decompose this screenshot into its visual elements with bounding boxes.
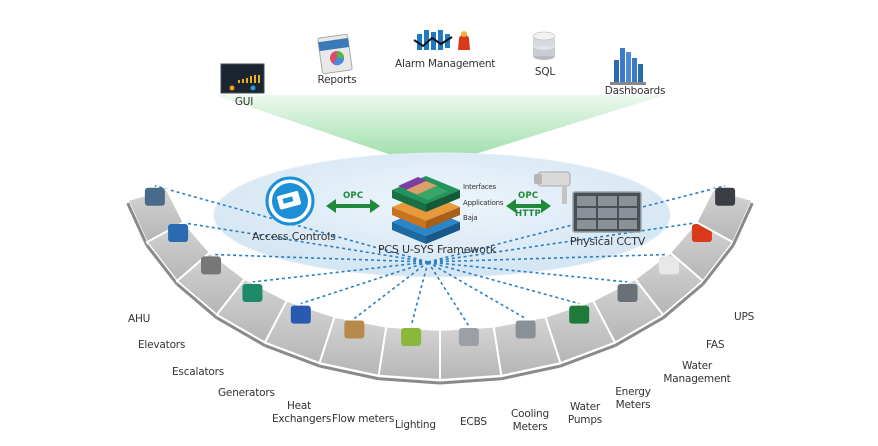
gui-screen-icon	[220, 63, 265, 94]
connection-line	[427, 253, 670, 263]
connection-line	[177, 221, 429, 263]
device-label-line: Energy	[615, 386, 651, 398]
device-icon	[658, 256, 679, 275]
opc-arrow-left	[326, 199, 380, 213]
device-label-water-management: Water Management	[662, 360, 732, 386]
alarm-beacon-icon	[413, 30, 470, 50]
layer-label-interfaces: Interfaces	[463, 183, 496, 191]
device-platform-edge	[559, 344, 616, 368]
bar-chart-icon	[610, 48, 646, 85]
device-label-line: Meters	[615, 399, 651, 411]
protocol-http-right: HTTP	[515, 209, 541, 219]
application-beam	[215, 95, 665, 168]
cctv-monitor-icon	[572, 191, 642, 233]
device-platform-edge	[501, 364, 561, 381]
device-icon	[617, 283, 638, 302]
device-label-ecbs: ECBS	[460, 416, 487, 428]
framework-label: PCS U-SYS Framework	[378, 243, 497, 256]
device-platform-edge	[319, 364, 379, 381]
cctv-camera-icon	[534, 171, 571, 204]
device-label-energy-meters: Energy Meters	[613, 386, 653, 412]
layer-label-baja: Baja	[463, 214, 478, 222]
physical-cctv-label: Physical CCTV	[569, 235, 646, 248]
device-icon	[242, 283, 263, 302]
device-icon	[168, 223, 189, 242]
device-label-line: Pumps	[567, 414, 603, 426]
connection-line	[427, 261, 580, 305]
device-label-fas: FAS	[706, 339, 725, 351]
connection-lines	[154, 185, 726, 327]
device-label-flow-meters: Flow meters	[332, 413, 395, 425]
report-document-icon	[317, 33, 353, 75]
device-icon	[290, 305, 311, 324]
device-label-escalators: Escalators	[172, 366, 224, 378]
device-label-line: Management	[663, 373, 731, 385]
connection-line	[210, 253, 429, 263]
device-icon	[201, 256, 222, 275]
device-icon	[715, 187, 736, 206]
device-label-cooling-meters: Cooling Meters	[510, 408, 550, 434]
device-label-line: Exchangers	[272, 413, 332, 425]
device-label-line: Heat	[286, 400, 312, 412]
access-control-icon	[265, 176, 315, 226]
device-label-elevators: Elevators	[138, 339, 186, 351]
app-label-reports: Reports	[317, 74, 357, 86]
device-icon	[401, 328, 422, 347]
device-icon	[344, 320, 365, 339]
device-platform-edge	[145, 244, 179, 285]
device-platform-edge	[264, 344, 321, 368]
app-label-dashboards: Dashboards	[604, 85, 666, 97]
connection-line	[427, 221, 703, 263]
device-platform-edge	[378, 377, 441, 385]
device-label-line: Meters	[512, 421, 548, 433]
device-icon	[458, 328, 479, 347]
device-label-ups: UPS	[734, 311, 755, 323]
device-platform-edge	[216, 316, 266, 347]
connection-line	[300, 261, 429, 305]
access-controls-label: Access Controls	[252, 230, 336, 243]
connection-line	[427, 261, 470, 327]
device-platform-edge	[614, 316, 664, 347]
device-platform-edge	[662, 282, 705, 319]
app-label-sql: SQL	[534, 66, 556, 78]
connection-line	[427, 261, 527, 320]
device-label-heat-exchangers: Heat Exchangers	[272, 400, 332, 426]
device-platforms	[126, 187, 754, 385]
device-platform-edge	[439, 377, 502, 385]
device-label-line: Cooling	[511, 408, 549, 420]
device-label-line: Water	[681, 360, 713, 372]
protocol-opc-left: OPC	[343, 191, 364, 201]
framework-stack-icon	[392, 176, 460, 244]
device-label-lighting: Lighting	[395, 419, 436, 431]
connection-line	[154, 185, 429, 263]
device-platform-edge	[701, 244, 735, 285]
device-icon	[144, 187, 165, 206]
device-label-generators: Generators	[218, 387, 275, 399]
device-platform-edge	[731, 202, 754, 246]
app-label-alarm-management: Alarm Management	[395, 58, 496, 70]
device-label-ahu: AHU	[128, 313, 151, 325]
device-platform-edge	[175, 282, 218, 319]
device-label-water-pumps: Water Pumps	[565, 401, 605, 427]
opc-http-arrow-right	[506, 199, 551, 213]
device-icon	[515, 320, 536, 339]
device-icon	[569, 305, 590, 324]
device-label-line: Water	[569, 401, 601, 413]
layer-label-applications: Applications	[463, 199, 504, 207]
database-icon	[532, 31, 556, 60]
connection-line	[410, 261, 429, 327]
app-label-gui: GUI	[234, 96, 254, 108]
protocol-opc-right: OPC	[518, 191, 539, 201]
device-platform-edge	[126, 202, 149, 246]
device-platform	[695, 188, 754, 244]
